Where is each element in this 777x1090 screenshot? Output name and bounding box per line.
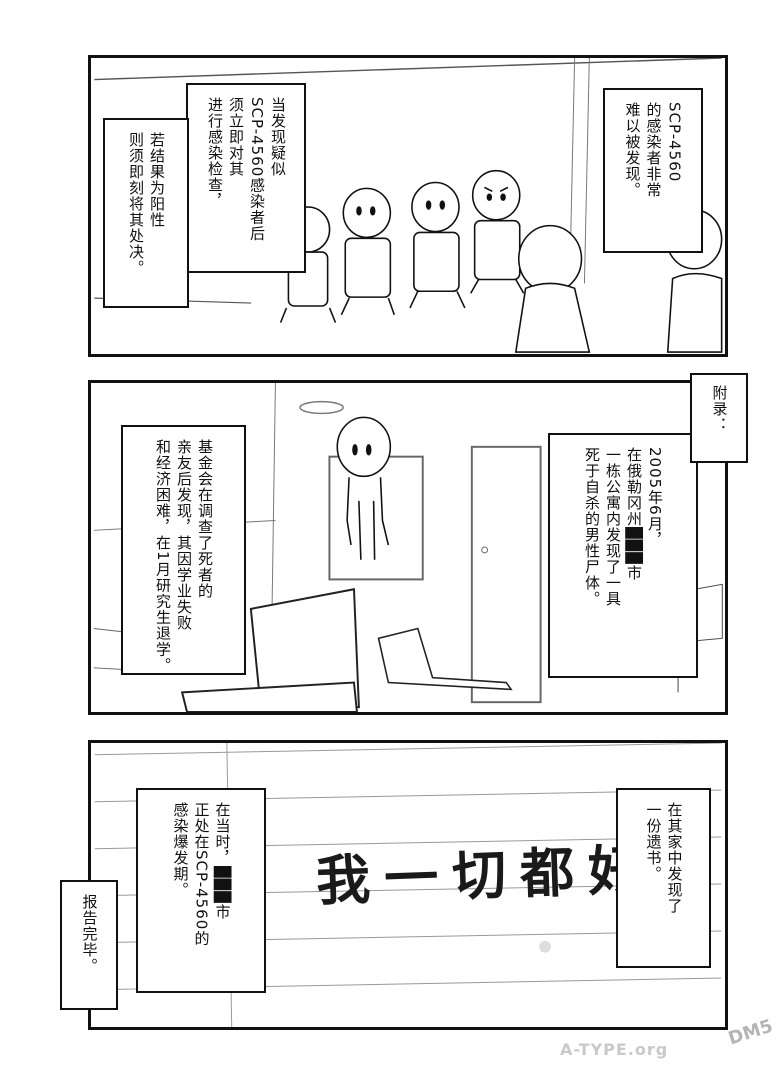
picture-frame [328,455,424,581]
caption-line: 在当时，███市 [213,802,232,920]
panel-1: 当发现疑似 SCP-4560感染者后 须立即对其 进行感染检查， 若结果为阳性 … [88,55,728,357]
suicide-note-text: 我一切都好 [315,837,658,913]
fallen-chair [377,627,513,691]
caption-outbreak: 在当时，███市 正处在SCP-4560的 感染爆发期。 [136,788,266,993]
door [470,445,542,704]
caption-line: 进行感染检查， [206,97,224,209]
ghost-figure [336,416,392,560]
watermark-site: A-TYPE.org [560,1040,669,1059]
panel-2: 基金会在调查了死者的 亲友后发现，其因学业失败 和经济困难，在1月研究生退学。 … [88,380,728,715]
caption-note-found: 在其家中发现了 一份遗书。 [616,788,711,968]
caption-line: 感染爆发期。 [171,802,190,898]
caption-line: 死于自杀的男性尸体。 [583,447,601,607]
caption-line: 报告完毕。 [80,894,99,974]
halo [299,400,344,415]
caption-execution: 若结果为阳性 则须即刻将其处决。 [103,118,189,308]
caption-foundation-investigation: 基金会在调查了死者的 亲友后发现，其因学业失败 和经济困难，在1月研究生退学。 [121,425,246,675]
sofa [249,588,360,709]
caption-line: 一栋公寓内发现了一具 [604,447,622,607]
caption-line: 2005年6月， [646,447,664,548]
caption-infection-check: 当发现疑似 SCP-4560感染者后 须立即对其 进行感染检查， [186,83,306,273]
caption-line: 的感染者非常 [644,102,663,198]
caption-line: 当发现疑似 [269,97,287,177]
caption-report-complete: 报告完毕。 [60,880,118,1010]
caption-line: 一份遗书。 [644,802,663,882]
caption-line: 在其家中发现了 [665,802,684,914]
caption-body-found: 2005年6月， 在俄勒冈州███市 一栋公寓内发现了一具 死于自杀的男性尸体。 [548,433,698,678]
caption-line: 难以被发现。 [623,102,642,198]
caption-line: SCP-4560感染者后 [248,97,266,242]
panel-2-art [93,383,723,712]
caption-line: 须立即对其 [227,97,245,177]
caption-line: SCP-4560 [665,102,684,183]
caption-line: 正处在SCP-4560的 [192,802,211,947]
caption-line: 亲友后发现，其因学业失败 [175,439,193,631]
caption-line: 基金会在调查了死者的 [196,439,214,599]
watermark-logo: DM5 [725,1015,776,1050]
caption-line: 附录： [710,385,729,433]
panel-3: 我一切都好 在当时，███市 正处在SCP-4560的 感染爆发期。 在其家中发… [88,740,728,1030]
caption-line: 和经济困难，在1月研究生退学。 [154,439,172,674]
caption-appendix: 附录： [690,373,748,463]
caption-line: 若结果为阳性 [148,132,166,228]
caption-hard-to-detect: SCP-4560 的感染者非常 难以被发现。 [603,88,703,253]
caption-line: 则须即刻将其处决。 [127,132,145,276]
caption-line: 在俄勒冈州███市 [625,447,643,581]
